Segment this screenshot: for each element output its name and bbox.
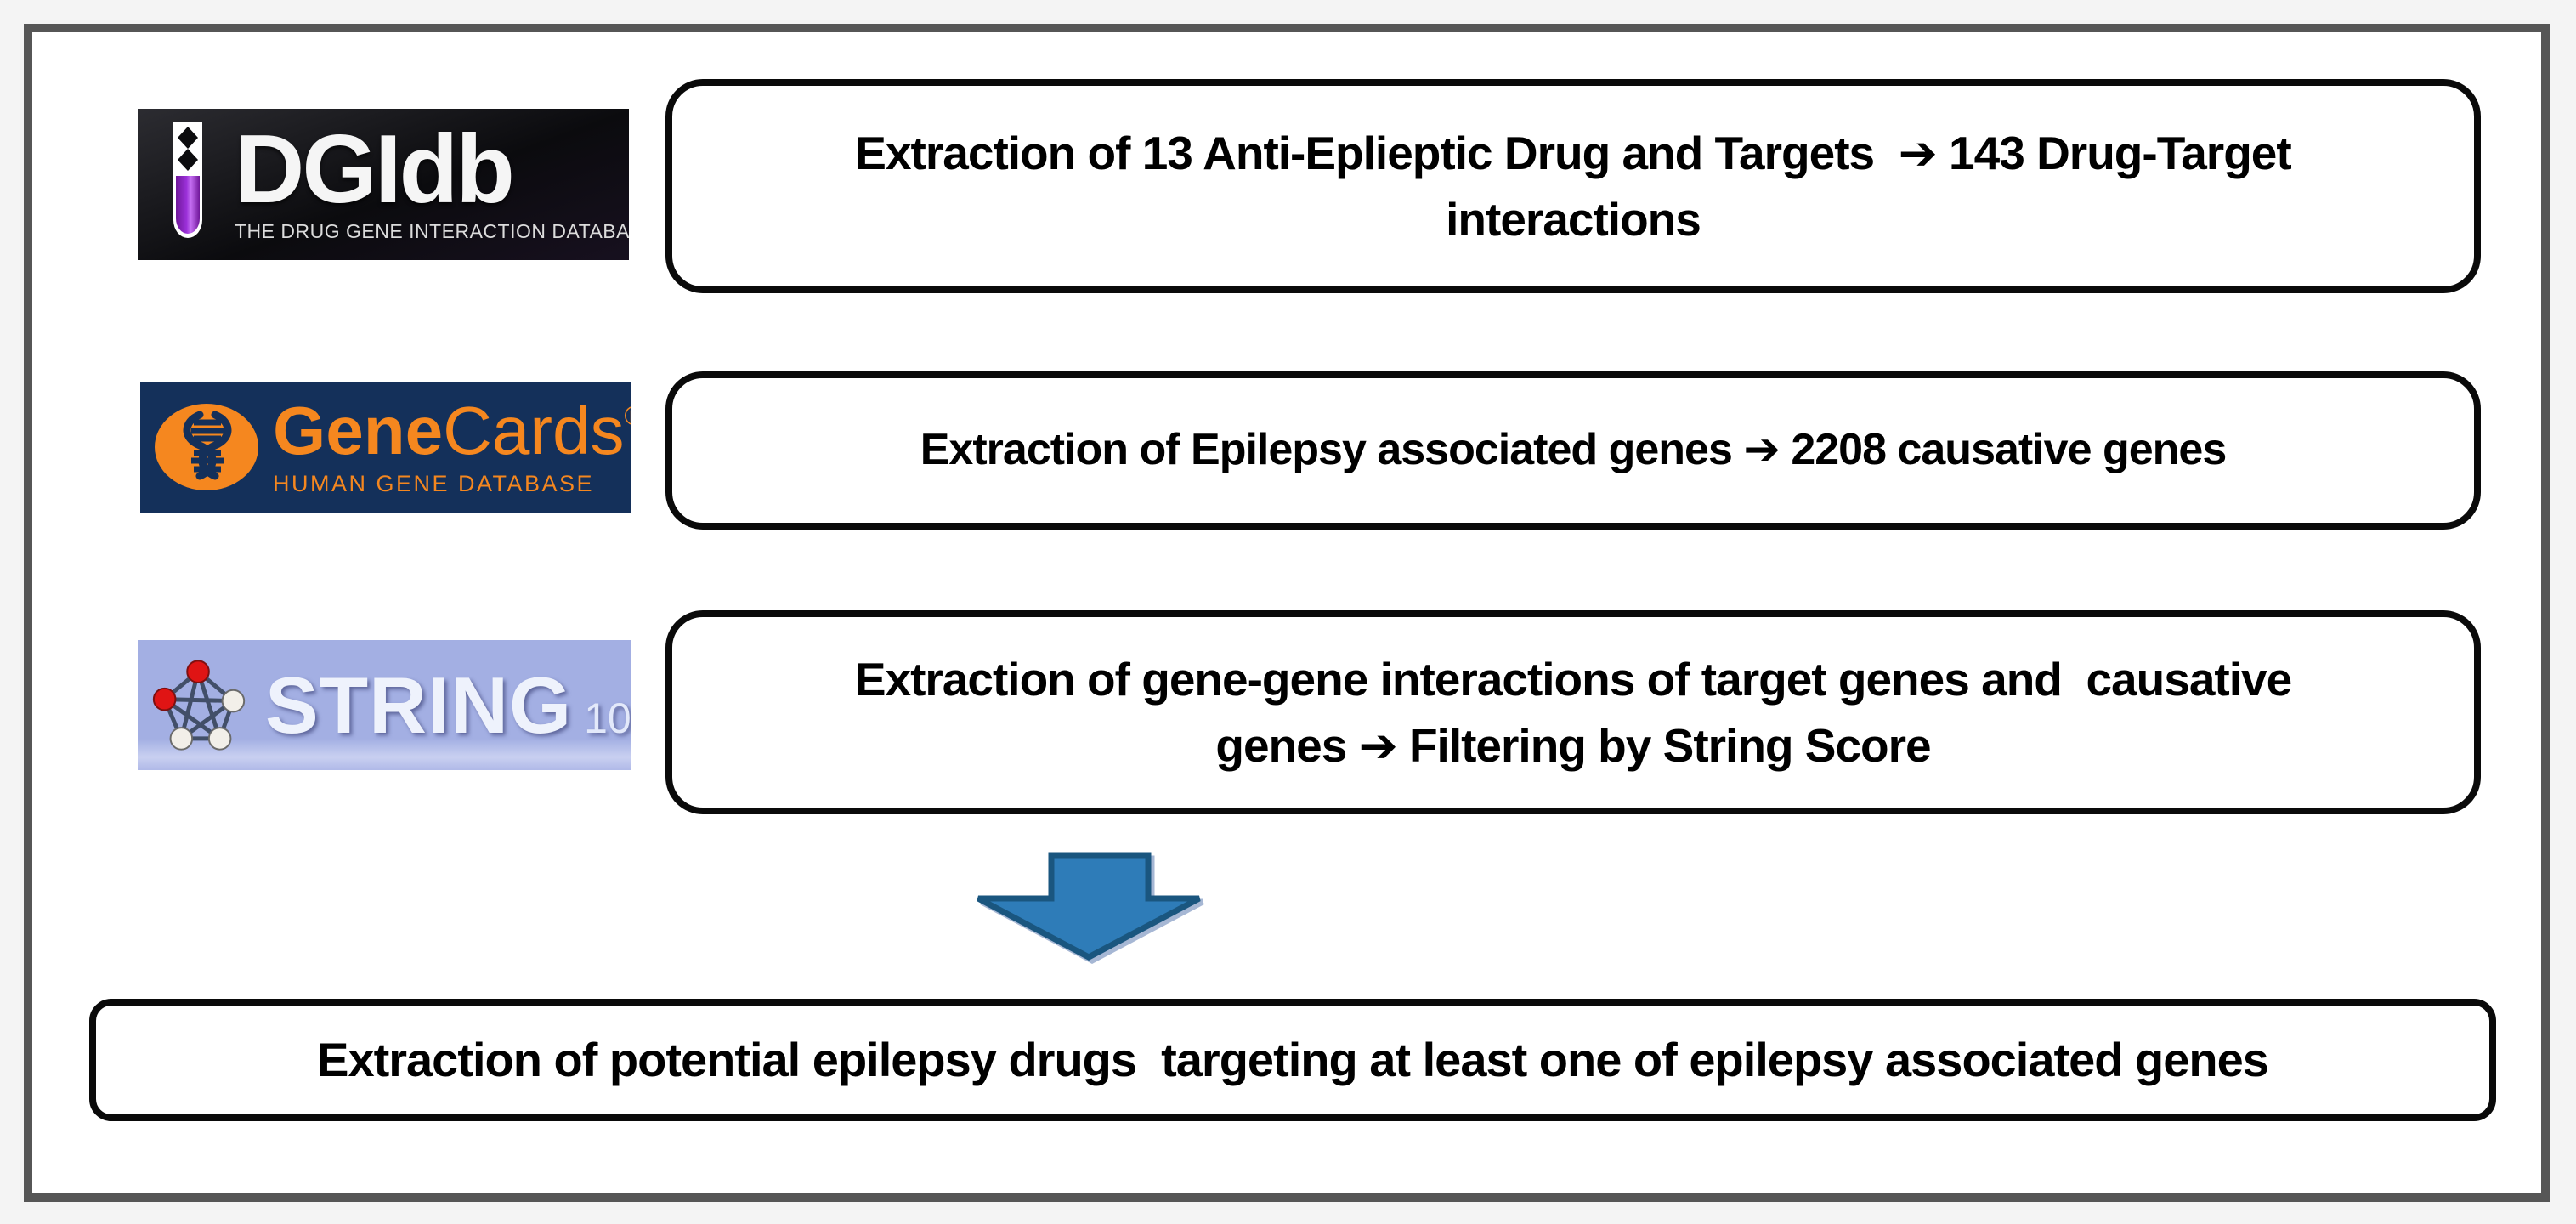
down-arrow-icon	[977, 852, 1201, 960]
dgidb-logo: DGIdb THE DRUG GENE INTERACTION DATABASE	[138, 109, 629, 260]
step-box-genecards: Extraction of Epilepsy associated genes …	[665, 371, 2481, 530]
step-box-dgidb: Extraction of 13 Anti-Eplieptic Drug and…	[665, 79, 2481, 293]
string-title-text: STRING	[265, 660, 573, 750]
genecards-logo-title: GeneCards®	[273, 397, 631, 465]
final-box-text: Extraction of potential epilepsy drugs t…	[317, 1033, 2269, 1087]
test-tube-dna-icon	[173, 122, 202, 238]
final-box: Extraction of potential epilepsy drugs t…	[89, 999, 2496, 1121]
dna-circle-icon	[155, 404, 258, 490]
dgidb-logo-text: DGIdb THE DRUG GENE INTERACTION DATABASE	[235, 115, 629, 244]
step-text-dgidb: Extraction of 13 Anti-Eplieptic Drug and…	[855, 126, 2291, 246]
string-version: 10	[584, 694, 631, 742]
genecards-title-gene: Gene	[273, 393, 444, 468]
genecards-logo-text: GeneCards® HUMAN GENE DATABASE	[273, 397, 631, 497]
registered-trademark-icon: ®	[624, 400, 631, 431]
step-text-genecards: Extraction of Epilepsy associated genes …	[920, 425, 2227, 475]
dgidb-logo-title: DGIdb	[235, 115, 515, 224]
genecards-title-cards: Cards	[443, 393, 625, 468]
genecards-logo: GeneCards® HUMAN GENE DATABASE	[140, 382, 631, 513]
dgidb-logo-subtitle: THE DRUG GENE INTERACTION DATABASE	[235, 220, 629, 243]
step-box-string: Extraction of gene-gene interactions of …	[665, 610, 2481, 814]
network-nodes-icon	[152, 659, 246, 751]
step-text-string: Extraction of gene-gene interactions of …	[854, 652, 2292, 772]
genecards-logo-subtitle: HUMAN GENE DATABASE	[273, 471, 595, 496]
